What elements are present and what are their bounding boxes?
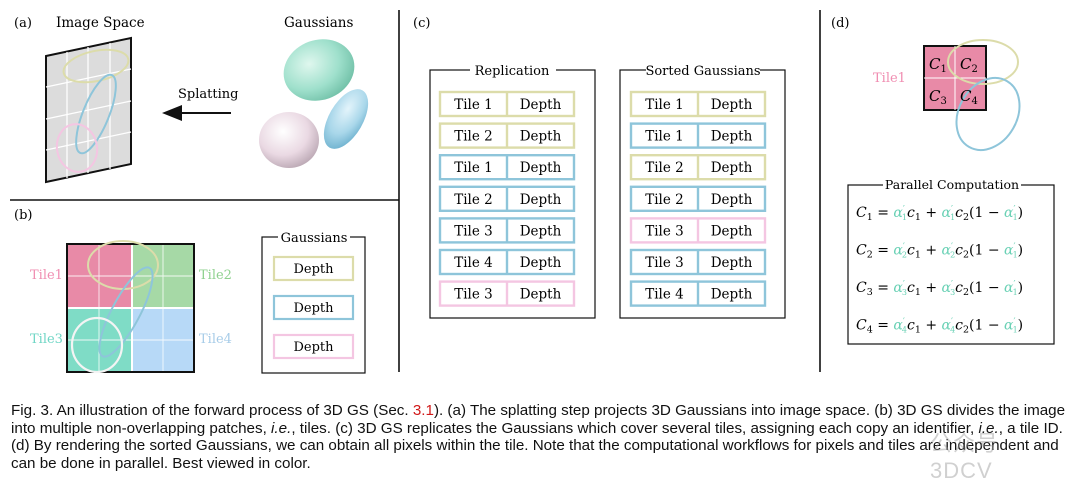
pixel-c4: C4 — [960, 87, 978, 107]
table-row: Tile 2 Depth — [438, 122, 576, 149]
legend-item-blue — [272, 294, 355, 321]
pixel-c1: C1 — [929, 55, 947, 75]
table-row: Tile 3 Depth — [629, 217, 767, 244]
table-row: Tile 3 Depth — [438, 280, 576, 307]
legend-depth-label: Depth — [293, 301, 334, 316]
table-row: Tile 1 Depth — [438, 153, 576, 181]
table-row: Tile 1 Depth — [438, 90, 576, 118]
caption-text-4: , a tile ID. (d) By rendering the sorted… — [11, 419, 1063, 472]
caption-ie-1: i.e. — [271, 419, 292, 437]
panel-b: (b) Tile1 Tile2 Tile3 Tile4 — [14, 208, 366, 374]
tile-id-cell: Tile 2 — [645, 160, 684, 176]
image-space-title: Image Space — [56, 15, 145, 31]
table-row: Tile 3 Depth — [629, 248, 767, 276]
legend-depth-label: Depth — [293, 340, 334, 355]
tile-id-cell: Tile 4 — [454, 255, 493, 271]
gaussian-pink — [259, 112, 319, 168]
panel-a-label: (a) — [14, 16, 32, 31]
depth-cell: Depth — [711, 287, 753, 303]
table-row: Tile 2 Depth — [629, 153, 767, 181]
table-row: Tile 2 Depth — [629, 185, 767, 213]
tile-id-cell: Tile 3 — [454, 287, 493, 303]
pixel-c2: C2 — [960, 55, 978, 75]
tile-3-label: Tile3 — [30, 332, 63, 347]
sorted-title: Sorted Gaussians — [645, 64, 760, 79]
caption-text-3: , tiles. (c) 3D GS replicates the Gaussi… — [291, 419, 979, 437]
tile-4-label: Tile4 — [199, 332, 232, 347]
table-row: Tile 4 Depth — [438, 248, 576, 276]
pixel-c3: C3 — [929, 87, 947, 107]
tile-id-cell: Tile 1 — [454, 160, 493, 176]
tile-id-cell: Tile 4 — [645, 287, 684, 303]
legend-depth-label: Depth — [293, 262, 334, 277]
tile-grid — [66, 240, 195, 374]
panel-dividers — [10, 10, 821, 372]
detail-tile-label: Tile1 — [873, 71, 906, 86]
depth-cell: Depth — [520, 287, 562, 303]
tile-id-cell: Tile 1 — [645, 129, 684, 145]
equation-c2: C2 = α′2c1 + α′2c2(1 − α′1) — [856, 243, 1023, 261]
depth-cell: Depth — [711, 223, 753, 239]
computation-title: Parallel Computation — [885, 177, 1019, 192]
caption-text-2: ). (a) The splatting step projects 3D Ga… — [11, 402, 1066, 437]
depth-cell: Depth — [520, 160, 562, 176]
legend-item-pink — [272, 333, 355, 360]
tile-id-cell: Tile 3 — [645, 255, 684, 271]
tile-id-cell: Tile 2 — [454, 129, 493, 145]
depth-cell: Depth — [520, 223, 562, 239]
depth-cell: Depth — [711, 255, 753, 271]
depth-cell: Depth — [520, 255, 562, 271]
gaussians-3d — [259, 39, 369, 168]
depth-cell: Depth — [711, 192, 753, 208]
replication-title: Replication — [475, 64, 550, 79]
table-row: Tile 1 Depth — [629, 90, 767, 118]
table-row: Tile 3 Depth — [438, 217, 576, 244]
depth-cell: Depth — [711, 97, 753, 113]
panel-a: (a) Image Space Gaussians Splatting — [14, 15, 369, 184]
depth-cell: Depth — [520, 129, 562, 145]
equation-c3: C3 = α′3c1 + α′3c2(1 − α′1) — [856, 280, 1023, 298]
panel-b-label: (b) — [14, 208, 32, 223]
depth-cell: Depth — [520, 192, 562, 208]
tile-2-label: Tile2 — [199, 268, 232, 283]
depth-cell: Depth — [711, 160, 753, 176]
table-row: Tile 1 Depth — [629, 122, 767, 149]
splatting-label: Splatting — [178, 87, 238, 102]
tile-id-cell: Tile 1 — [454, 97, 493, 113]
image-plane — [45, 36, 132, 184]
table-row: Tile 4 Depth — [629, 280, 767, 307]
figure-caption: Fig. 3. An illustration of the forward p… — [11, 402, 1073, 472]
tile-id-cell: Tile 2 — [645, 192, 684, 208]
depth-cell: Depth — [711, 129, 753, 145]
equation-c1: C1 = α′1c1 + α′1c2(1 − α′1) — [856, 205, 1023, 223]
splatting-arrow: Splatting — [162, 87, 238, 121]
parallel-computation: Parallel Computation C1 = α′1c1 + α′1c2(… — [847, 177, 1055, 345]
tile-1-label: Tile1 — [30, 268, 63, 283]
caption-text-1: Fig. 3. An illustration of the forward p… — [11, 402, 413, 419]
depth-cell: Depth — [520, 97, 562, 113]
tile-id-cell: Tile 2 — [454, 192, 493, 208]
legend-item-yellow — [272, 255, 355, 282]
caption-ie-2: i.e. — [978, 419, 999, 437]
gaussian-blue — [323, 89, 369, 149]
tile-id-cell: Tile 1 — [645, 97, 684, 113]
gaussians-title: Gaussians — [284, 15, 353, 31]
equation-c4: C4 = α′4c1 + α′4c2(1 − α′1) — [856, 318, 1023, 336]
section-reference[interactable]: 3.1 — [412, 402, 434, 419]
watermark: 公众号 · 3DCV — [930, 431, 1015, 483]
panel-d-label: (d) — [831, 16, 849, 31]
legend-title: Gaussians — [281, 231, 348, 246]
tile-id-cell: Tile 3 — [454, 223, 493, 239]
gaussian-teal — [283, 39, 355, 101]
tile-id-cell: Tile 3 — [645, 223, 684, 239]
panel-c-label: (c) — [413, 16, 430, 31]
table-row: Tile 2 Depth — [438, 185, 576, 213]
